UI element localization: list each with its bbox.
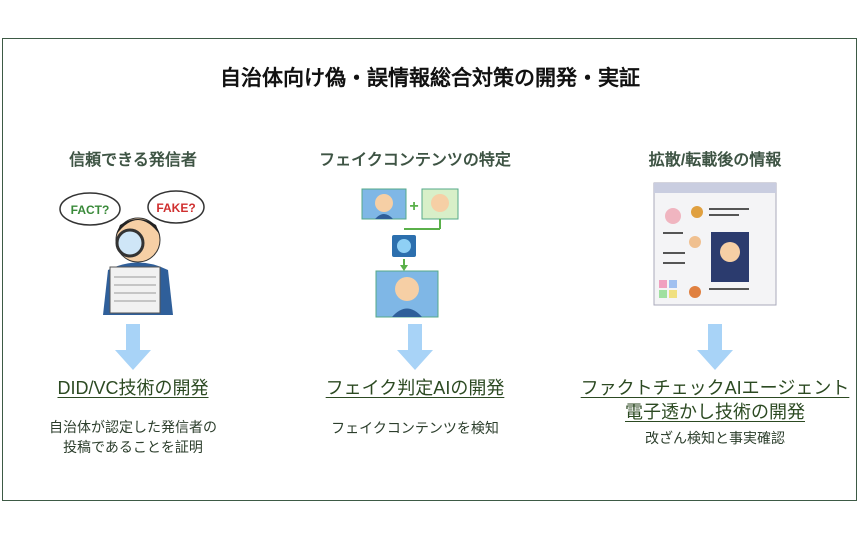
- did-vc-link[interactable]: DID/VC技術の開発: [57, 378, 209, 398]
- svg-text:+: +: [409, 198, 418, 215]
- factcheck-watermark-link[interactable]: ファクトチェックAIエージェント電子透かし技術の開発: [580, 378, 850, 422]
- column-description: フェイクコンテンツを検知: [331, 420, 499, 436]
- arrow-down-icon: [397, 324, 433, 370]
- arrow-down-icon: [697, 324, 733, 370]
- fake-detection-ai-link[interactable]: フェイク判定AIの開発: [325, 378, 505, 398]
- svg-text:FACT?: FACT?: [71, 203, 110, 217]
- face-merge-illustration: +: [361, 188, 459, 318]
- column-description: 自治体が認定した発信者の投稿であることを証明: [49, 419, 217, 455]
- column-description: 改ざん検知と事実確認: [645, 430, 785, 446]
- diagram-title: 自治体向け偽・誤情報総合対策の開発・実証: [220, 67, 640, 90]
- arrow-down-icon: [115, 324, 151, 370]
- svg-text:FAKE?: FAKE?: [156, 201, 195, 215]
- column-heading: フェイクコンテンツの特定: [319, 152, 511, 169]
- detective-illustration: FACT? FAKE?: [59, 190, 205, 315]
- column-heading: 拡散/転載後の情報: [648, 152, 782, 169]
- sns-browser-illustration: [653, 182, 777, 306]
- diagram-frame: [2, 38, 857, 501]
- column-heading: 信頼できる発信者: [69, 152, 197, 169]
